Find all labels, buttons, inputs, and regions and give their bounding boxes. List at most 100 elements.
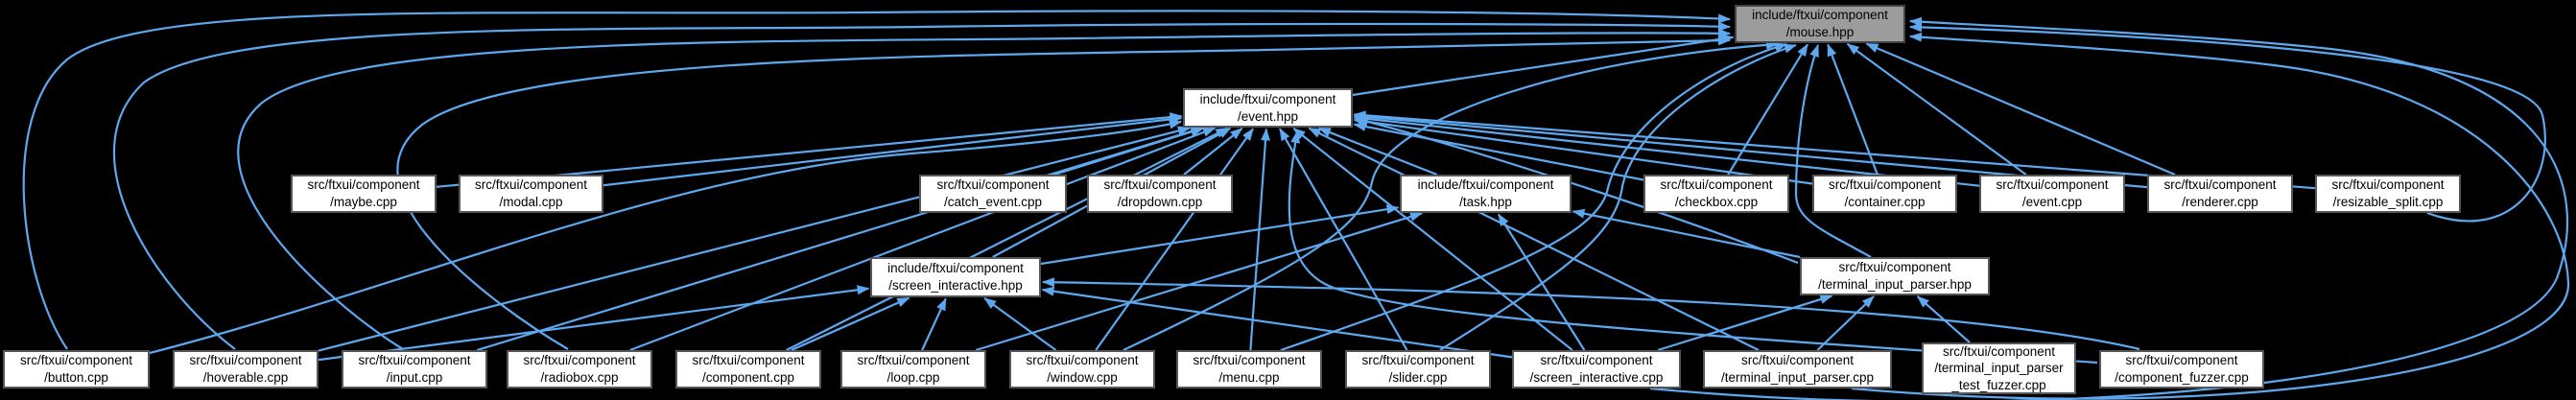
graph-node-label-line: src/ftxui/component bbox=[1361, 353, 1475, 368]
graph-node-slider-cpp[interactable]: src/ftxui/component/slider.cpp bbox=[1345, 350, 1491, 388]
graph-edge-component-fuzzer-cpp-to-screen-interactive-hpp bbox=[1042, 277, 2140, 351]
graph-node-label-line: /catch_event.cpp bbox=[943, 195, 1043, 209]
graph-node-hoverable-cpp[interactable]: src/ftxui/component/hoverable.cpp bbox=[173, 350, 319, 388]
graph-edge-terminal-input-parser-hpp-to-task-hpp bbox=[1572, 208, 1801, 259]
graph-node-label-line: /window.cpp bbox=[1047, 370, 1118, 385]
graph-node-component-cpp[interactable]: src/ftxui/component/component.cpp bbox=[675, 350, 821, 388]
graph-edge-radiobox-cpp-to-event-hpp bbox=[629, 127, 1217, 352]
graph-edge-component-cpp-to-event-hpp bbox=[786, 127, 1229, 351]
graph-edge-event-cpp-to-event-hpp bbox=[1353, 113, 1980, 187]
graph-edge-screen-interactive-cpp-to-terminal-input-parser-hpp bbox=[1657, 294, 1833, 352]
graph-node-label-line: /dropdown.cpp bbox=[1117, 195, 1203, 209]
graph-node-label-line: /modal.cpp bbox=[499, 195, 563, 209]
graph-edge-terminal-input-parser-cpp-to-terminal-input-parser-hpp bbox=[1816, 295, 1875, 351]
graph-node-label-line: /maybe.cpp bbox=[330, 195, 397, 209]
graph-edge-input-cpp-to-event-hpp bbox=[476, 127, 1204, 352]
graph-edge-terminal-input-parser-cpp-to-mouse-hpp bbox=[1851, 32, 2570, 400]
graph-node-label-line: /task.hpp bbox=[1459, 195, 1512, 209]
graph-node-label-line: /terminal_input_parser bbox=[1934, 361, 2064, 376]
graph-node-label-line: /input.cpp bbox=[386, 370, 443, 385]
graph-node-label-line: /event.cpp bbox=[2021, 195, 2083, 209]
graph-node-renderer-cpp[interactable]: src/ftxui/component/renderer.cpp bbox=[2147, 175, 2293, 213]
graph-node-component-fuzzer-cpp[interactable]: src/ftxui/component/component_fuzzer.cpp bbox=[2099, 350, 2264, 388]
graph-edge-component-fuzzer-cpp-to-event-hpp bbox=[1288, 130, 2098, 365]
graph-node-label-line: include/ftxui/component bbox=[1199, 91, 1336, 106]
graph-edge-modal-cpp-to-event-hpp bbox=[603, 114, 1183, 187]
graph-edge-menu-cpp-to-event-hpp bbox=[1249, 128, 1271, 351]
graph-edge-screen-interactive-cpp-to-event-hpp bbox=[1292, 128, 1573, 351]
graph-edge-input-cpp-to-mouse-hpp bbox=[237, 28, 1731, 350]
graph-edge-terminal-input-parser-cpp-to-event-hpp bbox=[1308, 127, 1760, 351]
graph-node-label-line: src/ftxui/component bbox=[936, 177, 1050, 193]
graph-node-label-line: src/ftxui/component bbox=[1540, 353, 1653, 368]
graph-node-terminal-input-parser-hpp[interactable]: src/ftxui/component/terminal_input_parse… bbox=[1800, 257, 1990, 295]
graph-node-label-line: _test_fuzzer.cpp bbox=[1951, 377, 2046, 392]
graph-node-button-cpp[interactable]: src/ftxui/component/button.cpp bbox=[3, 350, 150, 388]
graph-node-label-line: src/ftxui/component bbox=[358, 353, 471, 368]
graph-node-screen-interactive-cpp[interactable]: src/ftxui/component/screen_interactive.c… bbox=[1512, 350, 1681, 388]
graph-node-terminal-input-parser-test-fuzzer-cpp[interactable]: src/ftxui/component/terminal_input_parse… bbox=[1922, 342, 2076, 394]
graph-edge-container-cpp-to-mouse-hpp bbox=[1827, 43, 1879, 176]
graph-node-label-line: src/ftxui/component bbox=[1103, 177, 1217, 193]
graph-node-label-line: src/ftxui/component bbox=[1838, 260, 1951, 275]
graph-node-label-line: /event.hpp bbox=[1237, 108, 1299, 124]
graph-node-checkbox-cpp[interactable]: src/ftxui/component/checkbox.cpp bbox=[1643, 175, 1789, 213]
graph-node-mouse-hpp[interactable]: include/ftxui/component/mouse.hpp bbox=[1735, 5, 1905, 43]
graph-node-catch-event-cpp[interactable]: src/ftxui/component/catch_event.cpp bbox=[919, 175, 1067, 213]
graph-node-modal-cpp[interactable]: src/ftxui/component/modal.cpp bbox=[459, 175, 603, 213]
graph-node-label-line: /component.cpp bbox=[701, 370, 795, 385]
graph-edge-loop-cpp-to-screen-interactive-hpp bbox=[921, 297, 947, 351]
graph-node-label-line: src/ftxui/component bbox=[307, 177, 420, 193]
graph-node-label-line: /container.cpp bbox=[1844, 195, 1926, 209]
graph-node-label-line: src/ftxui/component bbox=[1193, 353, 1306, 368]
graph-edge-renderer-cpp-to-mouse-hpp bbox=[1865, 42, 2176, 176]
graph-node-container-cpp[interactable]: src/ftxui/component/container.cpp bbox=[1812, 175, 1957, 213]
graph-edge-terminal-input-parser-hpp-to-event-hpp bbox=[1356, 116, 1799, 265]
graph-node-input-cpp[interactable]: src/ftxui/component/input.cpp bbox=[342, 350, 487, 388]
graph-node-label-line: src/ftxui/component bbox=[857, 353, 970, 368]
graph-node-label-line: include/ftxui/component bbox=[1417, 177, 1554, 193]
graph-node-label-line: /menu.cpp bbox=[1218, 370, 1280, 385]
graph-edge-terminal-input-parser-test-fuzzer-cpp-to-terminal-input-parser-hpp bbox=[1916, 295, 1971, 343]
graph-edge-screen-interactive-cpp-to-screen-interactive-hpp bbox=[1041, 286, 1513, 359]
graph-node-menu-cpp[interactable]: src/ftxui/component/menu.cpp bbox=[1176, 350, 1322, 388]
graph-edge-slider-cpp-to-mouse-hpp bbox=[1439, 43, 1797, 351]
graph-node-task-hpp[interactable]: include/ftxui/component/task.hpp bbox=[1400, 175, 1572, 213]
graph-node-loop-cpp[interactable]: src/ftxui/component/loop.cpp bbox=[840, 350, 986, 388]
graph-node-label-line: /resizable_split.cpp bbox=[2332, 195, 2444, 209]
graph-node-label-line: src/ftxui/component bbox=[1828, 177, 1942, 193]
graph-edge-task-hpp-to-event-hpp bbox=[1317, 127, 1438, 176]
graph-node-dropdown-cpp[interactable]: src/ftxui/component/dropdown.cpp bbox=[1087, 175, 1233, 213]
graph-node-label-line: src/ftxui/component bbox=[2163, 177, 2277, 193]
graph-edge-slider-cpp-to-event-hpp bbox=[1279, 128, 1408, 351]
graph-edge-radiobox-cpp-to-mouse-hpp bbox=[396, 35, 1731, 350]
graph-node-resizable-split-cpp[interactable]: src/ftxui/component/resizable_split.cpp bbox=[2315, 175, 2461, 213]
graph-edge-hoverable-cpp-to-mouse-hpp bbox=[113, 21, 1731, 350]
graph-edge-hoverable-cpp-to-screen-interactive-hpp bbox=[318, 285, 870, 362]
graph-node-label-line: /button.cpp bbox=[44, 370, 108, 385]
graph-node-label-line: src/ftxui/component bbox=[1996, 177, 2109, 193]
graph-edge-event-hpp-to-mouse-hpp bbox=[1352, 34, 1735, 97]
graph-edge-dropdown-cpp-to-event-hpp bbox=[1183, 128, 1243, 176]
graph-node-maybe-cpp[interactable]: src/ftxui/component/maybe.cpp bbox=[291, 175, 437, 213]
graph-edge-button-cpp-to-event-hpp bbox=[149, 119, 1182, 355]
graph-node-label-line: src/ftxui/component bbox=[692, 353, 805, 368]
graph-edge-window-cpp-to-event-hpp bbox=[1095, 128, 1254, 351]
graph-node-label-line: src/ftxui/component bbox=[2125, 353, 2238, 368]
graph-node-event-hpp[interactable]: include/ftxui/component/event.hpp bbox=[1183, 88, 1353, 128]
graph-node-label-line: src/ftxui/component bbox=[1026, 353, 1139, 368]
graph-node-event-cpp[interactable]: src/ftxui/component/event.cpp bbox=[1979, 175, 2125, 213]
graph-node-screen-interactive-hpp[interactable]: include/ftxui/component/screen_interacti… bbox=[870, 257, 1041, 297]
graph-node-window-cpp[interactable]: src/ftxui/component/window.cpp bbox=[1009, 350, 1155, 388]
graph-node-label-line: /screen_interactive.cpp bbox=[1529, 370, 1664, 385]
graph-node-label-line: /loop.cpp bbox=[886, 370, 940, 385]
graph-edge-checkbox-cpp-to-mouse-hpp bbox=[1727, 43, 1808, 176]
graph-node-terminal-input-parser-cpp[interactable]: src/ftxui/component/terminal_input_parse… bbox=[1703, 350, 1892, 388]
graph-node-label-line: /mouse.hpp bbox=[1785, 25, 1855, 39]
graph-edge-container-cpp-to-event-hpp bbox=[1353, 116, 1813, 185]
graph-edge-checkbox-cpp-to-event-hpp bbox=[1353, 122, 1644, 181]
graph-node-radiobox-cpp[interactable]: src/ftxui/component/radiobox.cpp bbox=[507, 350, 652, 388]
graph-node-label-line: /radiobox.cpp bbox=[540, 370, 619, 385]
